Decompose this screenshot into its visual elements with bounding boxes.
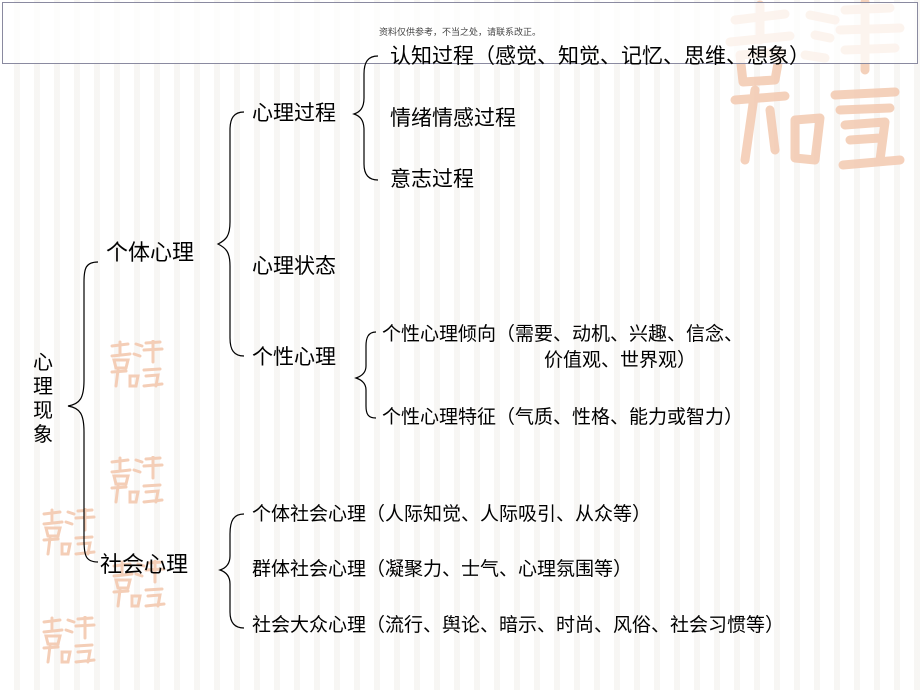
node-cognitive-process: 认知过程（感觉、知觉、记忆、思维、想象） [390,44,810,68]
small-seal-watermark-2 [110,456,164,504]
brace-root [67,261,99,563]
node-emotional-process: 情绪情感过程 [390,106,516,130]
brace-process [352,55,379,181]
node-group-social-psychology: 群体社会心理（凝聚力、士气、心理氛围等） [252,558,633,580]
node-personality-psychology: 个性心理 [252,345,336,369]
node-personality-tendency-line1: 个性心理倾向（需要、动机、兴趣、信念、 [382,323,744,345]
node-psychological-process: 心理过程 [252,101,336,125]
small-seal-watermark-5 [42,616,96,664]
node-personality-tendency-line2: 价值观、世界观） [544,349,697,371]
node-individual-social-psychology: 个体社会心理（人际知觉、人际吸引、从众等） [252,503,652,525]
header-banner: 资料仅供参考，不当之处，请联系改正。 [2,2,918,64]
small-seal-watermark-4 [112,560,166,608]
small-seal-watermark-1 [110,340,164,388]
brace-individual [216,111,245,357]
brace-social [218,513,245,629]
brace-personality [354,331,377,419]
root-node-psychological-phenomena: 心理现象 [33,350,53,446]
node-individual-psychology: 个体心理 [106,241,195,266]
node-mass-social-psychology: 社会大众心理（流行、舆论、暗示、时尚、风俗、社会习惯等） [252,614,785,636]
node-psychological-state: 心理状态 [252,254,336,278]
node-volition-process: 意志过程 [390,167,474,191]
reference-notice: 资料仅供参考，不当之处，请联系改正。 [378,28,541,38]
node-personality-traits: 个性心理特征（气质、性格、能力或智力） [382,406,744,428]
small-seal-watermark-3 [42,508,96,556]
node-social-psychology: 社会心理 [100,553,189,578]
